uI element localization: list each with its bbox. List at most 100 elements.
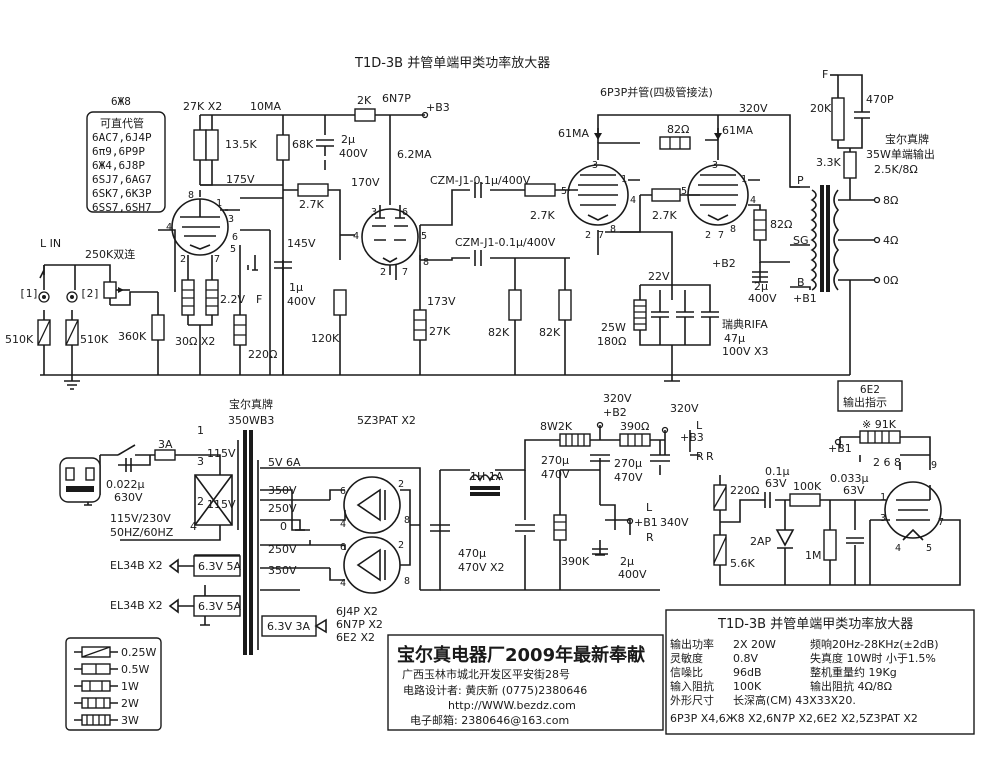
voltage-145v-label: 145V [287,237,316,250]
maker-name: 宝尔真电器厂2009年最新奉献 [397,644,645,666]
rifa-voltage: 100V X3 [722,345,769,358]
transformer-spec: 35W单端输出 [866,147,935,161]
tube-pin-label: 4 [750,195,756,206]
substitution-item: 6Ж4,6J8P [92,159,145,172]
channel-2-label: [2] [80,287,100,300]
transformer-brand: 宝尔真牌 [885,132,929,146]
capacitor-icon [125,458,132,472]
maker-email: 电子邮箱: 2380646@163.com [410,713,569,727]
tube-pin-label: 7 [718,230,724,241]
tube-pin-label: 6 [340,542,346,553]
voltage-340v-label: 340V [660,516,689,529]
resistor-icon [559,433,591,447]
spec-key: 输出功率 [670,637,714,651]
output-8ohm-terminal: 8Ω [883,194,898,207]
heater-6v3-5a: 6.3V 5A [198,600,242,613]
tube-pin-label: 2 [380,267,386,278]
resistor-82-label: 82Ω [667,123,689,136]
tube-pin-label: 1 [216,198,222,209]
resistor-icon [553,514,567,541]
resistor-30-label: 30Ω X2 [175,335,215,348]
resistor-360k-label: 360K [118,330,147,343]
capacitor-270u-voltage: 470V [614,471,643,484]
winding-number: 1 [197,424,204,437]
power-supply-wiring [67,425,700,626]
primary-115v: 115V [207,447,236,460]
heater-6v3-5a: 6.3V 5A [198,560,242,573]
capacitor-2u-voltage: 400V [339,147,368,160]
maker-designer: 电路设计者: 黄庆新 (0775)2380646 [403,683,587,697]
capacitor-270u-voltage: 470V [541,468,570,481]
tube-pin-label: 4 [895,543,901,554]
tube-pin-label: 2 [585,230,591,241]
channel-r-label: R [706,450,714,463]
capacitor-01u-voltage: 63V [765,477,787,490]
tube-pin-label: 4 [340,519,346,530]
voltage-173v-label: 173V [427,295,456,308]
resistor-icon [633,299,647,331]
capacitor-icon [515,524,535,532]
capacitor-icon [474,182,482,198]
rectifier-tube-icon [343,536,401,594]
heater-tube: 6E2 X2 [336,631,375,644]
fuse-label: 3A [158,438,173,451]
heater-winding [193,555,241,577]
tube-pin-label: 2 [398,479,404,490]
resistor-icon [651,188,681,202]
capacitor-470u-label: 470μ [458,547,486,560]
power-transformer-brand: 宝尔真牌 [229,397,273,411]
capacitor-0022-label: 0.022μ [106,478,145,491]
tube-pin-label: 6 [232,232,238,243]
transformer-p-label: P [797,174,804,187]
channel-l-label: L [646,501,653,514]
tube-pin-label: 3 [371,207,377,218]
tube-6j8-icon [171,198,229,256]
resistor-icon [789,493,821,507]
capacitor-2u-label: 2μ [754,280,768,293]
tube-6p3p-icon [687,164,760,226]
output-0ohm-terminal: 0Ω [883,274,898,287]
spec-value: 输出阻抗 4Ω/8Ω [810,679,892,693]
tube-pin-label: 4 [166,222,172,233]
resistor-icon [151,314,165,341]
resistor-180-label: 180Ω [597,335,626,348]
resistor-27k-label: 27K [429,325,451,338]
resistor-68k-label: 68K [292,138,314,151]
power-switch-icon [117,444,140,456]
tube-pin-label: 4 [353,231,359,242]
feedback-f-label: F [822,68,828,81]
resistor-5k6-label: 5.6K [730,557,755,570]
winding-number: 2 [197,495,204,508]
output-4ohm-terminal: 4Ω [883,234,898,247]
b3-label: +B3 [680,431,704,444]
capacitor-icon [316,139,334,156]
resistor-390-label: 390Ω [620,420,649,433]
resistor-icon [233,314,247,346]
transformer-impedance: 2.5K/8Ω [874,163,918,176]
b3-label: +B3 [426,101,450,114]
b2-label: +B2 [712,257,736,270]
capacitor-0022-voltage: 630V [114,491,143,504]
resistor-8w2k-label: 8W2K [540,420,573,433]
heater-winding [193,595,241,617]
spec-value: 长深高(CM) 43X33X20. [733,693,856,707]
secondary-5v: 5V 6A [268,456,301,469]
resistor-82k-label: 82K [539,326,561,339]
tube-pin-label: 7 [598,230,604,241]
voltage-22v-label: 22V [648,270,670,283]
capacitor-470u-voltage: 470V X2 [458,561,505,574]
capacitor-icon [854,98,870,140]
tube-pin-label: 2 [398,540,404,551]
b1-label: +B1 [828,442,852,455]
resistor-82k-label: 82K [488,326,510,339]
transformer-b-label: B [797,276,805,289]
secondary-0v: 0 [280,520,287,533]
tube-pin-label: 9 [931,460,937,471]
capacitor-2u-label: 2μ [620,555,634,568]
voltage-320v-label: 320V [670,402,699,415]
legend-label: 3W [121,714,139,727]
resistor-icon [276,134,290,161]
secondary-350v: 350V [268,484,297,497]
tube-6p3p-icon [567,164,640,226]
resistor-390k-label: 390K [561,555,590,568]
